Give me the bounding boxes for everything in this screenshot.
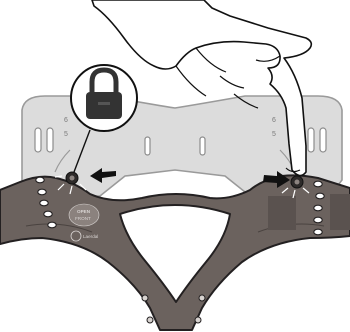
size-label: OPEN FRONT: [69, 204, 99, 226]
svg-text:5: 5: [272, 131, 276, 138]
svg-text:5: 5: [64, 131, 68, 138]
velcro-patch-right: [268, 196, 296, 230]
svg-text:6: 6: [64, 117, 68, 124]
svg-text:6: 6: [272, 117, 276, 124]
label-line-2: FRONT: [75, 216, 91, 221]
front-panel: [0, 175, 350, 330]
padlock-callout: [71, 65, 137, 131]
label-line-1: OPEN: [77, 209, 91, 214]
brand-logo-text: Laerdal: [83, 234, 98, 239]
velcro-patch-far-right: [330, 194, 350, 230]
